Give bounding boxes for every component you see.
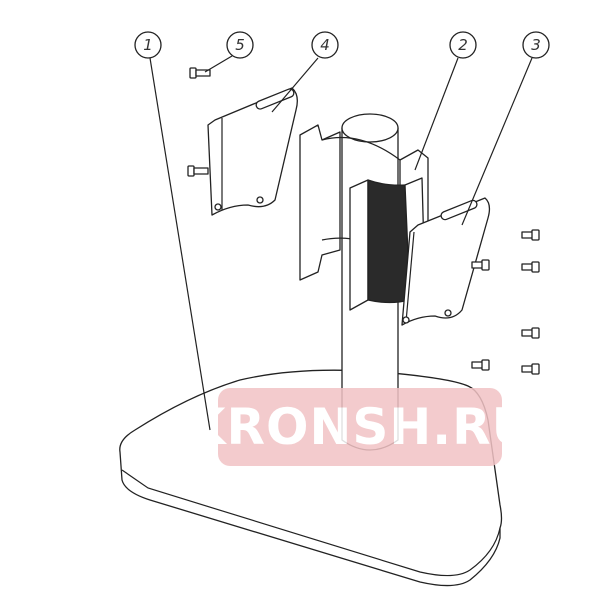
callout-2: 2 [449, 31, 477, 59]
screws [187, 67, 540, 375]
bracket-left [207, 87, 298, 216]
watermark-text: KRONSH.RU [187, 398, 534, 456]
screw [521, 363, 540, 375]
screw [471, 359, 490, 371]
screw [471, 259, 490, 271]
callout-3: 3 [522, 31, 550, 59]
callout-number: 1 [143, 36, 153, 54]
callout-number: 4 [320, 36, 330, 54]
callout-5: 5 [226, 31, 254, 59]
screw [521, 327, 540, 339]
callout-number: 3 [531, 36, 541, 54]
callout-1: 1 [134, 31, 162, 59]
screw [521, 229, 540, 241]
screw [189, 67, 211, 79]
bracket-right [401, 197, 491, 326]
callout-number: 2 [458, 36, 468, 54]
watermark: KRONSH.RU [187, 388, 534, 466]
leader-lines [149, 55, 533, 431]
callout-number: 5 [235, 36, 245, 54]
screw [187, 165, 209, 177]
callout-4: 4 [311, 31, 339, 59]
screw [521, 261, 540, 273]
